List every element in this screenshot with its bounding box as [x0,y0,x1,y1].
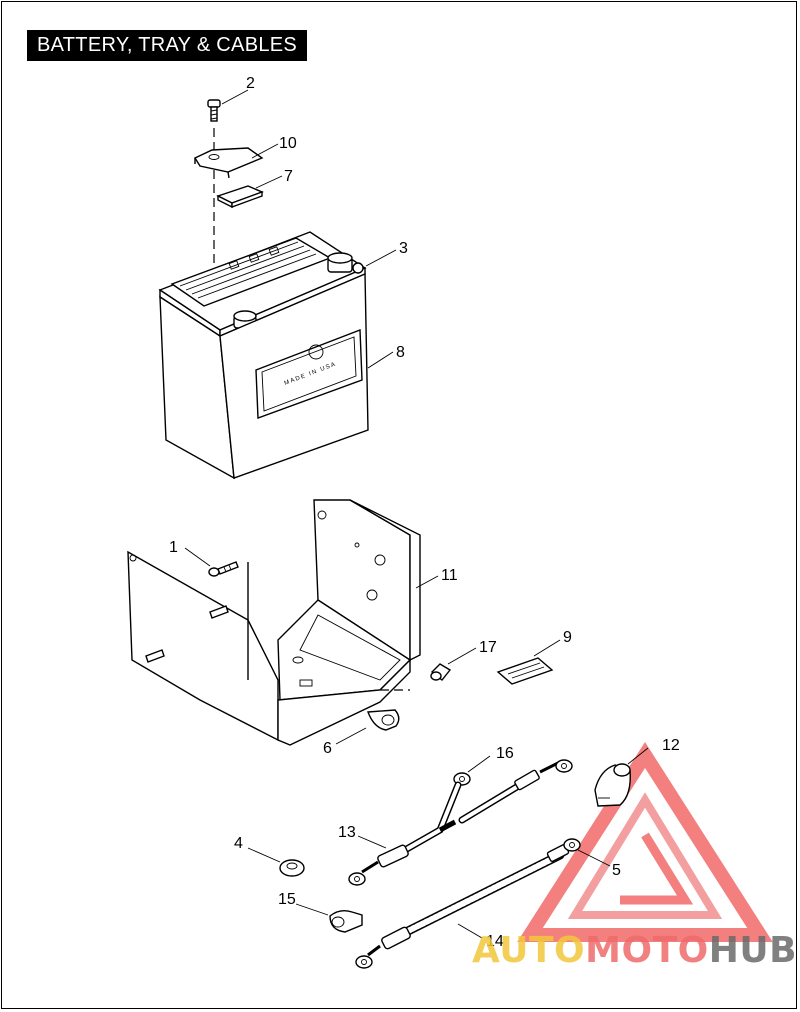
watermark-part-hub: HUB [709,930,797,971]
tray-stud-lower [145,649,165,663]
callout-17: 17 [479,639,497,656]
part-13-cable [348,772,471,886]
part-14-cable [355,850,565,969]
callout-12: 12 [662,737,680,754]
page-title: BATTERY, TRAY & CABLES [27,30,308,61]
callout-1: 1 [169,539,178,556]
part-10-hold-down-bracket [193,147,264,179]
callout-10: 10 [279,135,297,152]
callout-16: 16 [496,745,514,762]
watermark-part-moto: MOTO [585,930,709,971]
part-11-battery-tray [127,499,421,746]
watermark-text: AUTOMOTOHUB [472,930,797,971]
battery-terminal-positive [327,252,364,274]
callout-9: 9 [563,629,572,646]
part-5-terminal [546,838,581,863]
callout-5: 5 [612,862,621,879]
callout-15: 15 [278,891,296,908]
callout-11: 11 [441,567,458,584]
part-6-clip [367,709,400,731]
callout-6: 6 [323,740,332,757]
part-7-pad [216,185,264,209]
callout-7: 7 [284,168,293,185]
watermark-logo-mark [517,741,773,942]
part-2-screw [207,99,221,122]
tray-stud-upper [209,605,229,619]
callout-4: 4 [234,835,243,852]
leader-lines [184,89,649,939]
part-16-cable [458,759,573,824]
callout-2: 2 [246,75,255,92]
part-4-washer [279,859,305,877]
part-17-spacer [430,663,452,681]
part-15-terminal [329,909,363,933]
part-9-label [496,657,554,685]
callout-8: 8 [396,344,405,361]
part-8-battery: MADE IN USA [158,231,369,480]
callout-13: 13 [338,824,356,841]
callout-14: 14 [486,933,504,950]
callout-3: 3 [399,240,408,257]
watermark-part-auto: AUTO [472,930,585,971]
part-1-screw [208,561,239,577]
part-12-terminal-boot [594,763,631,807]
